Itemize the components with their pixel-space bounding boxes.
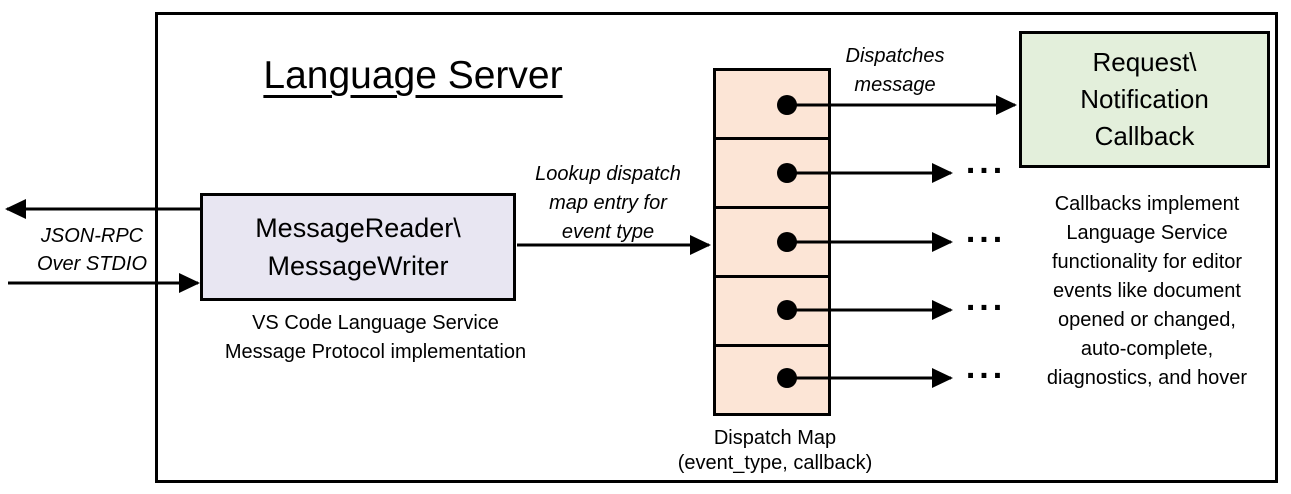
dispatches-label-line2: message bbox=[854, 74, 936, 96]
reader-caption: VS Code Language Service Message Protoco… bbox=[203, 309, 548, 367]
diagram-title: Language Server bbox=[263, 54, 563, 97]
dispatch-map-cell bbox=[716, 278, 828, 347]
request-notification-callback-box: Request\ Notification Callback bbox=[1019, 31, 1270, 168]
dispatch-map-label-line1: Dispatch Map bbox=[713, 427, 837, 449]
dispatch-map-cell bbox=[716, 209, 828, 278]
callbacks-note-line: auto-complete, bbox=[1080, 338, 1214, 360]
ellipsis-label: ... bbox=[965, 348, 1007, 386]
lookup-label-line1: Lookup dispatch bbox=[535, 163, 681, 185]
dispatches-message-label: Dispatches message bbox=[810, 42, 980, 100]
dispatch-map-cell bbox=[716, 140, 828, 209]
ellipsis-label: ... bbox=[965, 212, 1007, 250]
json-rpc-label-line1: JSON-RPC bbox=[40, 225, 144, 247]
dispatch-map-label: Dispatch Map (event_type, callback) bbox=[655, 426, 895, 476]
dispatch-map-label-line2: (event_type, callback) bbox=[677, 452, 873, 474]
ellipsis-label: ... bbox=[965, 143, 1007, 181]
reader-box-line2: MessageWriter bbox=[267, 251, 449, 281]
reader-box-line1: MessageReader\ bbox=[255, 213, 461, 243]
lookup-dispatch-label: Lookup dispatch map entry for event type bbox=[508, 160, 708, 247]
ellipsis-label: ... bbox=[965, 280, 1007, 318]
callbacks-note-line: Language Service bbox=[1066, 222, 1228, 244]
reader-caption-line1: VS Code Language Service bbox=[252, 312, 499, 334]
dispatch-map-cell bbox=[716, 347, 828, 413]
message-reader-writer-box: MessageReader\ MessageWriter bbox=[200, 193, 516, 301]
dispatch-map-cell bbox=[716, 71, 828, 140]
callbacks-note-line: functionality for editor bbox=[1051, 251, 1243, 273]
callback-box-line1: Request\ bbox=[1092, 47, 1197, 77]
callbacks-note-line: diagnostics, and hover bbox=[1046, 367, 1248, 389]
callbacks-note-line: Callbacks implement bbox=[1054, 193, 1240, 215]
reader-caption-line2: Message Protocol implementation bbox=[224, 341, 527, 363]
lookup-label-line2: map entry for bbox=[549, 192, 667, 214]
lookup-label-line3: event type bbox=[561, 221, 655, 243]
callbacks-note-line: opened or changed, bbox=[1058, 309, 1236, 331]
callbacks-note-line: events like document bbox=[1053, 280, 1241, 302]
json-rpc-label-line2: Over STDIO bbox=[36, 253, 147, 275]
dispatch-map bbox=[713, 68, 831, 416]
dispatches-label-line1: Dispatches bbox=[845, 45, 945, 67]
language-server-boundary bbox=[155, 12, 1278, 483]
callback-box-line3: Callback bbox=[1094, 121, 1195, 151]
callback-box-line2: Notification bbox=[1080, 84, 1209, 114]
callbacks-note: Callbacks implement Language Service fun… bbox=[1022, 190, 1272, 393]
json-rpc-stdio-label: JSON-RPC Over STDIO bbox=[17, 222, 167, 278]
